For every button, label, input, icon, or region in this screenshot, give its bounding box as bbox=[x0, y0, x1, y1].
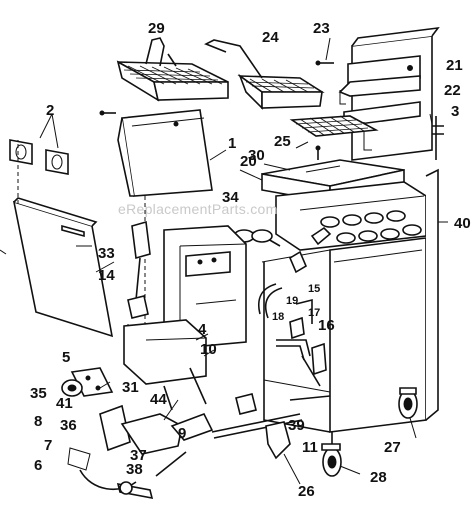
grid-rack bbox=[289, 115, 379, 137]
callout-17: 17 bbox=[308, 307, 320, 319]
callout-18: 18 bbox=[272, 311, 284, 323]
callout-30: 30 bbox=[248, 147, 265, 164]
callout-11: 11 bbox=[302, 439, 318, 456]
cabinet-body bbox=[261, 168, 439, 433]
callout-19: 19 bbox=[286, 295, 298, 307]
callout-8: 8 bbox=[34, 413, 42, 430]
callout-15: 15 bbox=[308, 283, 320, 295]
heat-tube-assembly bbox=[275, 181, 427, 251]
callout-24: 24 bbox=[262, 29, 279, 46]
watermark-text: eReplacementParts.com bbox=[118, 201, 278, 217]
callout-3: 3 bbox=[451, 103, 459, 120]
callout-4: 4 bbox=[198, 321, 207, 338]
gas-valve-assembly bbox=[61, 319, 214, 500]
flue-assembly bbox=[338, 26, 444, 161]
callout-35: 35 bbox=[30, 385, 47, 402]
callout-14: 14 bbox=[98, 267, 115, 284]
callout-22: 22 bbox=[444, 82, 461, 99]
top-cover bbox=[117, 109, 213, 197]
control-box bbox=[163, 225, 247, 349]
callout-38: 38 bbox=[126, 461, 143, 478]
callout-7: 7 bbox=[44, 437, 52, 454]
callout-23: 23 bbox=[313, 20, 330, 37]
callout-39: 39 bbox=[288, 417, 305, 434]
callout-10: 10 bbox=[200, 341, 217, 358]
callout-29: 29 bbox=[148, 20, 165, 37]
casters bbox=[321, 387, 418, 477]
callout-28: 28 bbox=[370, 469, 387, 486]
callout-5: 5 bbox=[62, 349, 70, 366]
callout-44: 44 bbox=[150, 391, 167, 408]
callout-16: 16 bbox=[318, 317, 335, 334]
door-panel bbox=[0, 197, 114, 338]
callout-26: 26 bbox=[298, 483, 315, 500]
callout-1: 1 bbox=[228, 135, 236, 152]
callout-21: 21 bbox=[446, 57, 463, 74]
callout-20: 20 bbox=[240, 153, 257, 170]
drain-assembly bbox=[211, 393, 331, 460]
callout-33: 33 bbox=[98, 245, 115, 262]
callout-37: 37 bbox=[130, 447, 147, 464]
thermostat-probe bbox=[127, 220, 151, 338]
fry-basket-right bbox=[204, 39, 325, 110]
callout-36: 36 bbox=[60, 417, 77, 434]
door-hinge-brackets bbox=[9, 139, 69, 175]
callout-25: 25 bbox=[274, 133, 291, 150]
callout-34: 34 bbox=[222, 189, 239, 206]
callout-9: 9 bbox=[178, 425, 186, 442]
callout-6: 6 bbox=[34, 457, 42, 474]
callout-27: 27 bbox=[384, 439, 401, 456]
fry-basket-left bbox=[116, 37, 229, 102]
callout-40: 40 bbox=[454, 215, 471, 232]
callout-2: 2 bbox=[46, 102, 54, 119]
callout-41: 41 bbox=[56, 395, 73, 412]
callout-31: 31 bbox=[122, 379, 139, 396]
leader-lines bbox=[39, 37, 448, 485]
screw-parts bbox=[99, 60, 334, 160]
